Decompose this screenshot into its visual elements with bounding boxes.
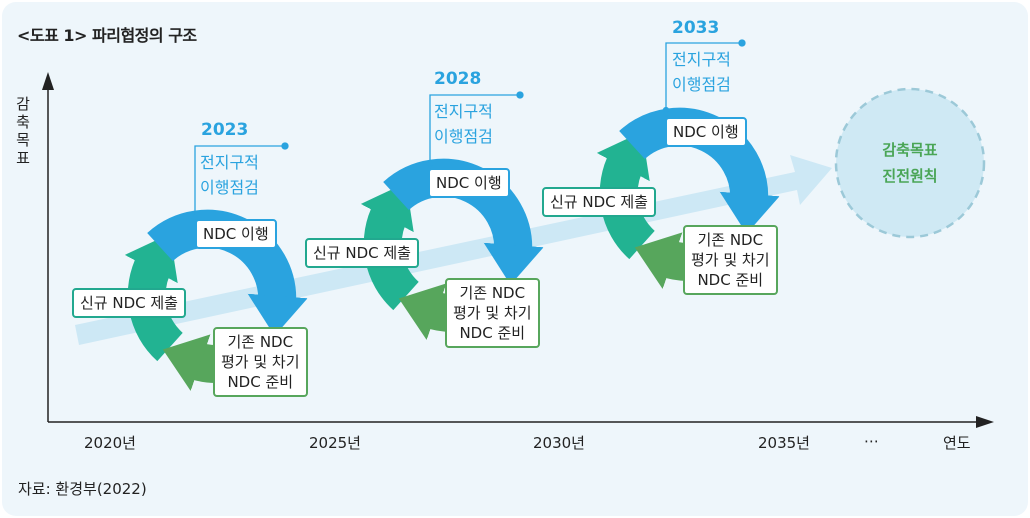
check-line: 전지구적 xyxy=(434,102,493,121)
y-axis-label: 감축목표 xyxy=(16,95,30,167)
cycle-1-year: 2023 xyxy=(201,120,249,140)
cycle-3-review: 기존 NDC 평가 및 차기 NDC 준비 xyxy=(683,225,778,295)
cycle-2-review: 기존 NDC 평가 및 차기 NDC 준비 xyxy=(445,278,540,348)
source-note: 자료: 환경부(2022) xyxy=(18,480,147,498)
cycle-1-implement: NDC 이행 xyxy=(195,219,277,249)
cycle-1-submit: 신규 NDC 제출 xyxy=(72,288,186,318)
cycle-3-year: 2033 xyxy=(672,18,720,38)
check-brackets xyxy=(191,39,746,222)
y-axis-arrow-icon xyxy=(42,72,54,90)
review-line: NDC 준비 xyxy=(227,373,294,391)
review-line: 기존 NDC xyxy=(227,333,294,351)
x-tick: 2020년 xyxy=(84,434,136,452)
review-line: 기존 NDC xyxy=(459,284,526,302)
check-line: 전지구적 xyxy=(672,50,731,69)
cycle-3-implement: NDC 이행 xyxy=(665,117,747,147)
x-tick: 2035년 xyxy=(758,434,810,452)
x-tick: 2025년 xyxy=(309,434,361,452)
review-line: NDC 준비 xyxy=(459,324,526,342)
review-line: NDC 준비 xyxy=(697,271,764,289)
cycle-2-implement: NDC 이행 xyxy=(428,168,510,198)
review-line: 평가 및 차기 xyxy=(221,353,300,371)
cycle-1-review: 기존 NDC 평가 및 차기 NDC 준비 xyxy=(213,327,308,397)
review-line: 평가 및 차기 xyxy=(453,304,532,322)
check-line: 이행점검 xyxy=(672,75,731,94)
x-axis-arrow-icon xyxy=(976,416,994,428)
goal-circle xyxy=(834,87,986,239)
check-line: 전지구적 xyxy=(200,153,259,172)
x-axis-label: 연도 xyxy=(943,434,971,452)
x-tick: 2030년 xyxy=(533,434,585,452)
review-line: 평가 및 차기 xyxy=(691,251,770,269)
check-line: 이행점검 xyxy=(200,178,259,197)
cycle-2-year: 2028 xyxy=(434,69,482,89)
check-line: 이행점검 xyxy=(434,127,493,146)
cycle-2-submit: 신규 NDC 제출 xyxy=(305,238,419,268)
figure-title: <도표 1> 파리협정의 구조 xyxy=(17,26,197,45)
goal-line: 감축목표 xyxy=(882,141,938,159)
cycle-3-submit: 신규 NDC 제출 xyxy=(542,187,656,217)
review-line: 기존 NDC xyxy=(697,231,764,249)
x-tick-ellipsis: ⋯ xyxy=(864,432,879,450)
goal-line: 진전원칙 xyxy=(882,167,938,185)
